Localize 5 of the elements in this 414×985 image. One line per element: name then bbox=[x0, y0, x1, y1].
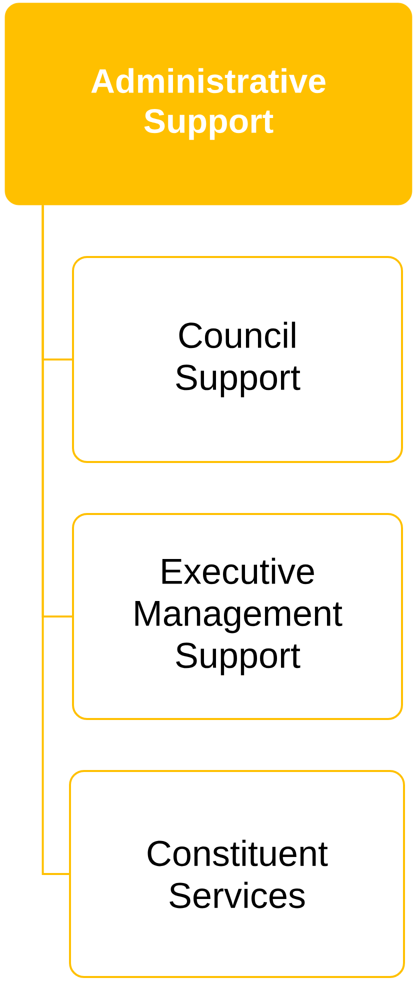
unit-box: Council Support bbox=[72, 256, 403, 463]
header-box: Administrative Support bbox=[4, 2, 412, 206]
connector-line bbox=[42, 205, 69, 875]
unit-box: Executive Management Support bbox=[72, 513, 403, 720]
unit-box: Constituent Services bbox=[69, 770, 405, 978]
